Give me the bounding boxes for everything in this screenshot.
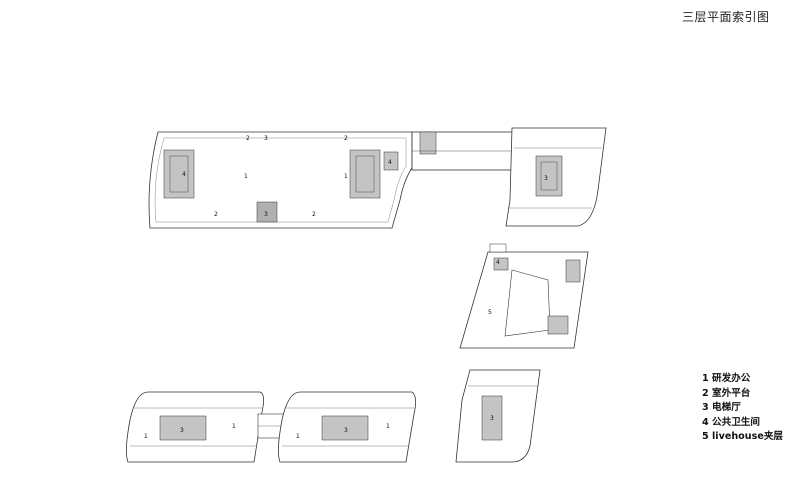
legend-item: 2 室外平台 [702, 387, 751, 399]
plan-label: 3 [264, 135, 268, 142]
building-middle [459, 243, 589, 349]
page-title: 三层平面索引图 [682, 10, 770, 24]
plan-label: 5 [488, 309, 492, 316]
corridor-top [411, 131, 513, 171]
plan-label: 4 [182, 171, 186, 178]
plan-label: 4 [388, 159, 392, 166]
legend-item: 4 公共卫生间 [702, 416, 760, 428]
plan-label: 1 [144, 433, 148, 440]
core-left [163, 149, 195, 199]
legend-item: 3 电梯厅 [702, 402, 741, 414]
plan-label: 2 [214, 211, 218, 218]
plan-label: 2 [246, 135, 250, 142]
plan-label: 1 [344, 173, 348, 180]
core-bottom-left [159, 415, 207, 441]
building-top-right [505, 127, 607, 227]
legend-item: 5 livehouse夹层 [702, 431, 784, 443]
building-bottom-middle [278, 391, 416, 463]
core-bottom-middle [321, 415, 369, 441]
plan-label: 3 [544, 175, 548, 182]
plan-label: 2 [312, 211, 316, 218]
plan-label: 4 [496, 259, 500, 266]
legend-item: 1 研发办公 [702, 373, 751, 384]
legend: 1 研发办公 2 室外平台 3 电梯厅 4 公共卫生间 5 livehouse夹… [702, 372, 783, 445]
plan-label: 1 [244, 173, 248, 180]
plan-label: 1 [296, 433, 300, 440]
plan-label: 3 [344, 427, 348, 434]
plan-label: 3 [180, 427, 184, 434]
plan-label: 1 [386, 423, 390, 430]
plan-label: 3 [490, 415, 494, 422]
building-top-left [148, 131, 413, 229]
building-bottom-right [455, 369, 541, 463]
core-bottom-right [481, 395, 503, 441]
plan-label: 2 [344, 135, 348, 142]
plan-label: 1 [232, 423, 236, 430]
building-bottom-left [126, 391, 264, 463]
core-top-right [535, 155, 563, 197]
plan-label: 3 [264, 211, 268, 218]
core-right [349, 149, 381, 199]
core-middle [256, 201, 278, 223]
